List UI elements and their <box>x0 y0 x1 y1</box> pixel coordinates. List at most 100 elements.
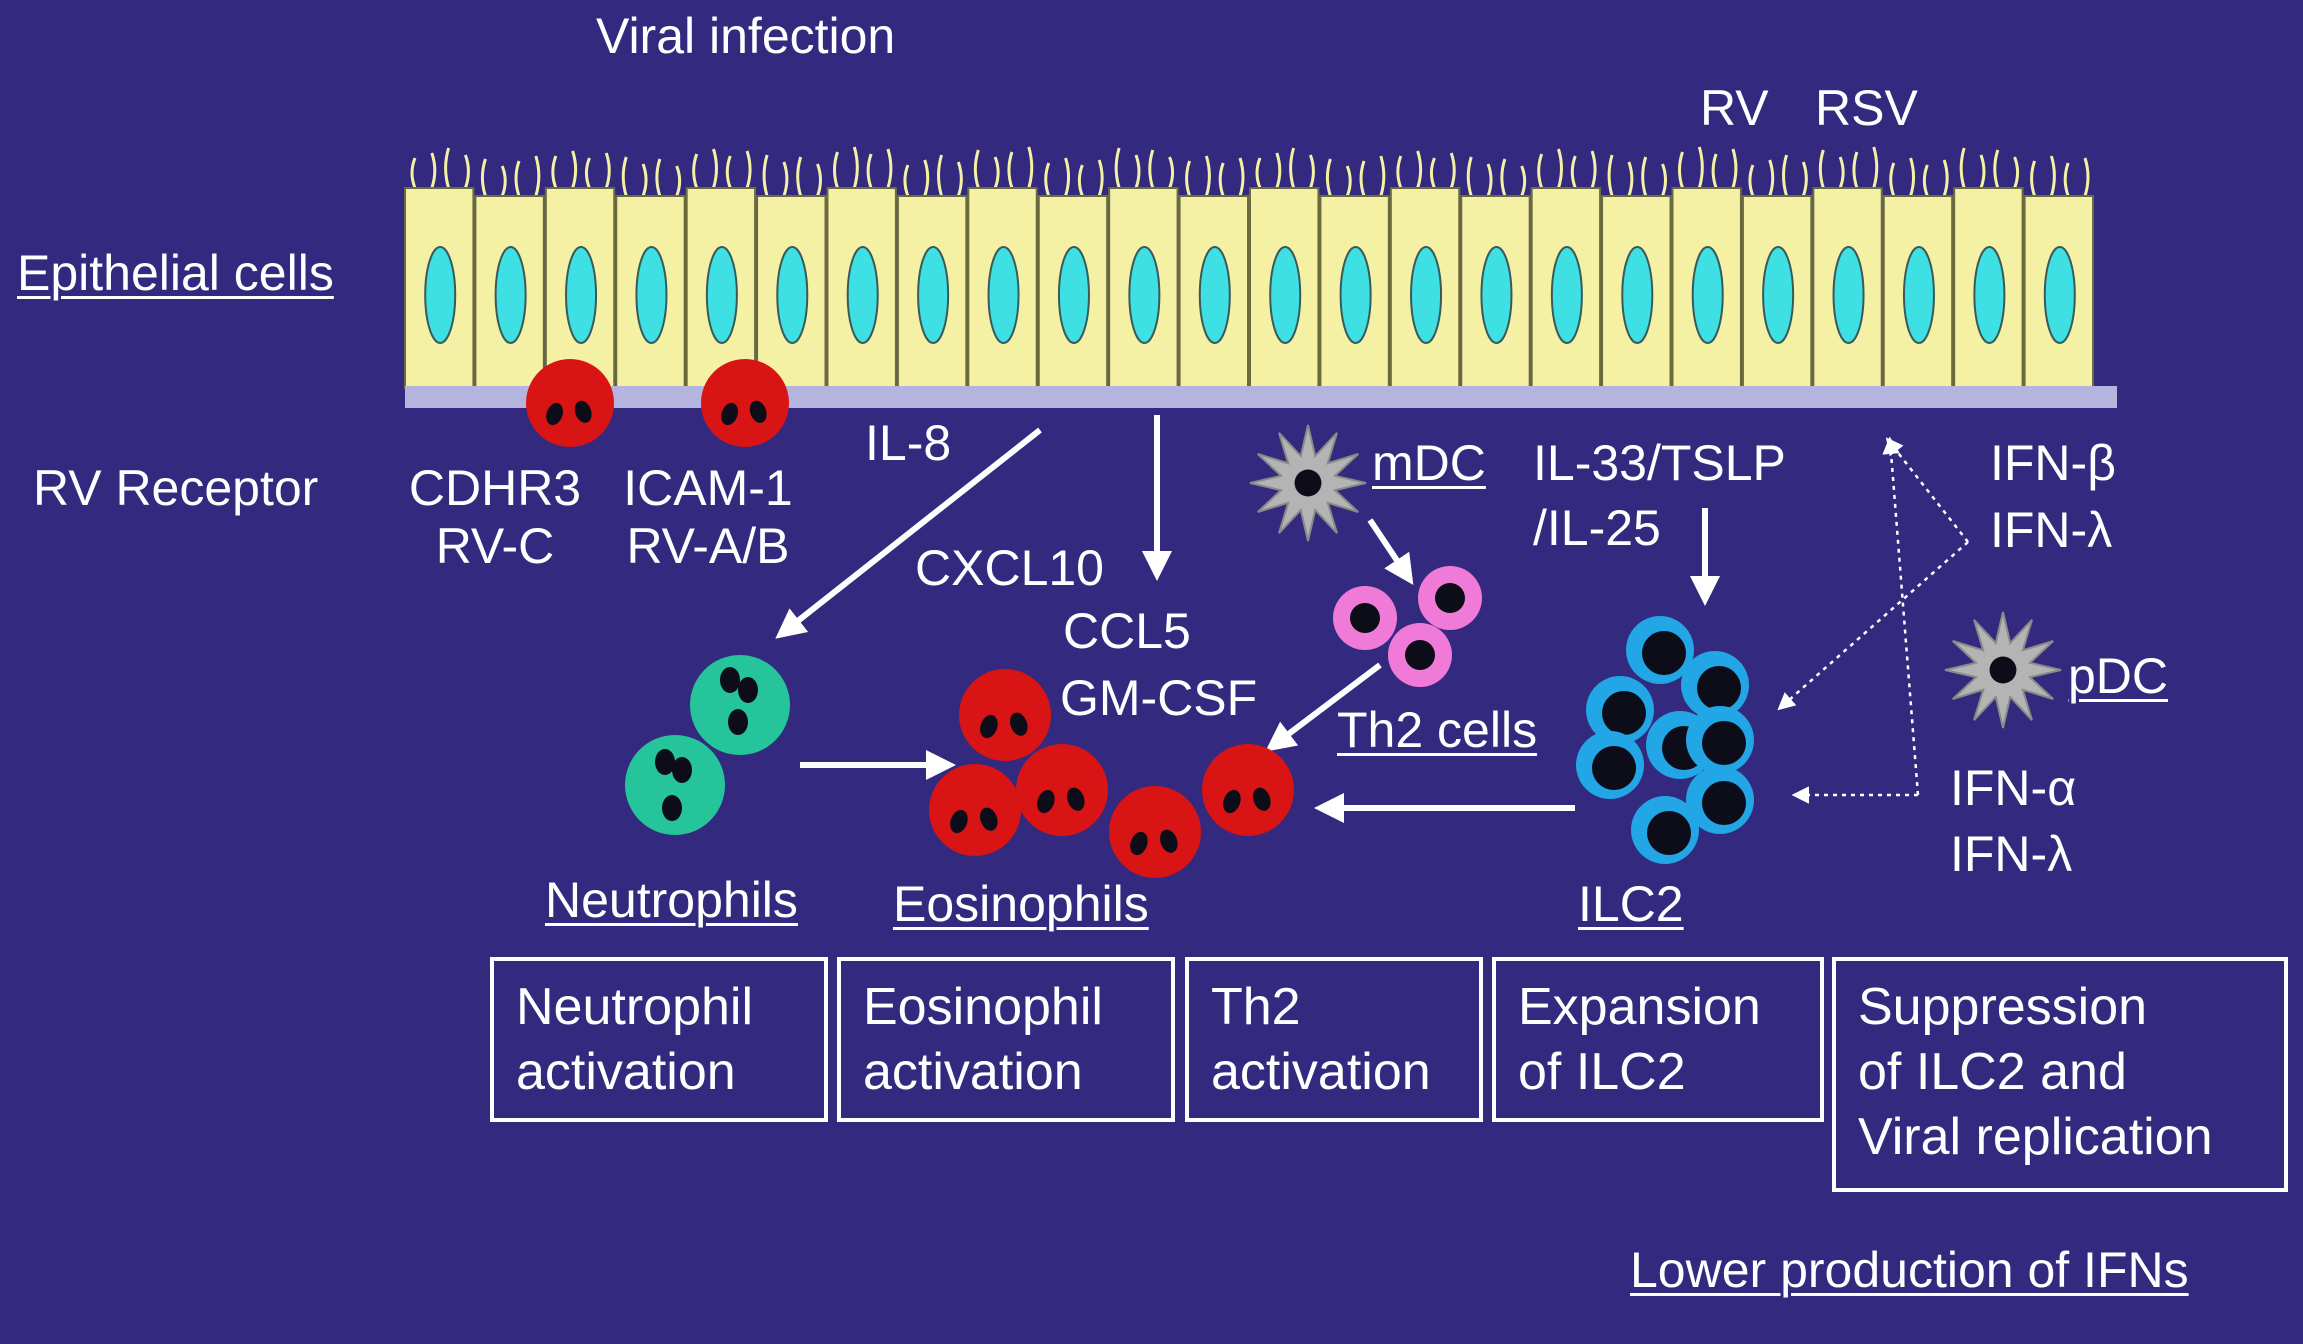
cilium <box>1768 159 1775 197</box>
mdc-dendritic-cell-icon <box>1249 424 1367 542</box>
ilc2-cell-6 <box>1686 766 1754 834</box>
cilium <box>1289 147 1296 189</box>
cilium <box>886 148 893 189</box>
cilium <box>410 157 417 189</box>
cilium <box>2083 157 2090 197</box>
ifn-alpha-to-epithelium-arrow <box>1882 436 1920 796</box>
cilium <box>1148 149 1155 189</box>
cilium <box>923 159 930 197</box>
cilium <box>725 155 732 189</box>
epithelial-cell <box>1953 187 2024 389</box>
cilium <box>1345 165 1352 197</box>
cilium <box>1627 161 1634 197</box>
ilc2-label: ILC2 <box>1578 876 1684 932</box>
cilium <box>1114 147 1121 189</box>
cilium <box>796 156 803 197</box>
receptor-cdhr3: CDHR3 RV-C <box>408 460 582 574</box>
cilium <box>1044 162 1051 197</box>
cilium <box>1466 156 1473 197</box>
epithelial-cell <box>1389 187 1461 389</box>
ilc2-cell-1 <box>1626 616 1694 684</box>
neutrophils-label: Neutrophils <box>545 872 798 928</box>
cilium <box>1449 152 1456 189</box>
epithelial-cell <box>1671 187 1742 389</box>
cilium <box>1359 160 1366 197</box>
ifn-beta-label: IFN-β <box>1990 435 2116 491</box>
cilium <box>937 154 943 197</box>
th2-cells-label: Th2 cells <box>1337 702 1538 758</box>
ifn-beta-suppression-arrow <box>1777 541 1969 711</box>
cilium <box>444 147 451 189</box>
basement-membrane <box>405 386 2117 408</box>
epithelial-cell <box>1530 187 1602 389</box>
epithelial-cell <box>1882 195 1954 389</box>
th2-cell-cluster <box>1333 566 1482 687</box>
cilium <box>745 150 752 189</box>
cilium <box>1537 153 1544 189</box>
cilium <box>852 146 859 189</box>
rsv-label: RSV <box>1815 80 1918 136</box>
cilium <box>1942 159 1949 197</box>
cilium <box>571 150 578 189</box>
cilium <box>2030 160 2037 197</box>
cilium <box>1570 155 1577 189</box>
rv-receptor-label: RV Receptor <box>33 460 319 516</box>
receptor-cdhr3-cell <box>526 359 614 447</box>
cilium <box>1697 146 1704 189</box>
cilium <box>1607 154 1614 197</box>
cilium <box>1309 154 1315 189</box>
epithelial-cell <box>1249 187 1320 389</box>
cilium <box>1255 157 1262 189</box>
epithelial-cell <box>967 187 1038 389</box>
epithelial-cell <box>2023 195 2095 389</box>
cxcl10-label: CXCL10 <box>915 540 1104 596</box>
epithelial-cell <box>474 195 545 389</box>
ilc2-cell-8 <box>1686 706 1754 774</box>
cilium <box>641 163 648 197</box>
mdc-label: mDC <box>1372 435 1486 491</box>
cilium <box>833 151 839 189</box>
il33-tslp-label: IL-33/TSLP <box>1533 435 1786 491</box>
il8-label: IL-8 <box>865 415 952 471</box>
cilium <box>534 155 541 197</box>
cilium <box>1641 156 1648 197</box>
cilium <box>1909 157 1916 197</box>
cilium <box>1979 154 1986 189</box>
cilium <box>2049 155 2056 197</box>
cilium <box>1520 165 1527 197</box>
ilc2-cell-cluster <box>1576 616 1754 864</box>
cilium <box>1801 161 1808 197</box>
ifn-alpha-label: IFN-α <box>1950 760 2077 816</box>
cilium <box>1872 146 1879 189</box>
cilium <box>514 160 521 197</box>
epithelial-cell <box>1319 195 1390 389</box>
cilium <box>973 149 980 189</box>
cilium <box>655 158 662 197</box>
cilium <box>903 164 910 197</box>
cilium <box>1379 155 1386 197</box>
eosinophil-cell-1 <box>959 669 1051 761</box>
cilium <box>1204 155 1211 197</box>
cilium <box>762 154 769 197</box>
cilium <box>463 154 470 189</box>
epithelial-cell-layer <box>404 187 2095 389</box>
cilium <box>621 156 628 197</box>
epithelial-cell <box>685 187 757 389</box>
epithelial-cell <box>1741 195 1813 389</box>
receptor-icam1-cell <box>701 359 789 447</box>
th2-to-eosinophil-arrow <box>1265 662 1382 752</box>
epithelial-cell <box>896 195 968 389</box>
cilia <box>410 146 2090 197</box>
cilium <box>551 155 558 189</box>
epithelial-cell <box>826 187 897 389</box>
eosinophils-label: Eosinophils <box>893 876 1149 932</box>
gmcsf-label: GM-CSF <box>1060 670 1258 726</box>
cilium <box>1027 146 1034 189</box>
epithelial-cell <box>544 187 616 389</box>
ilc2-cell-7 <box>1631 796 1699 864</box>
cilium <box>816 163 822 197</box>
